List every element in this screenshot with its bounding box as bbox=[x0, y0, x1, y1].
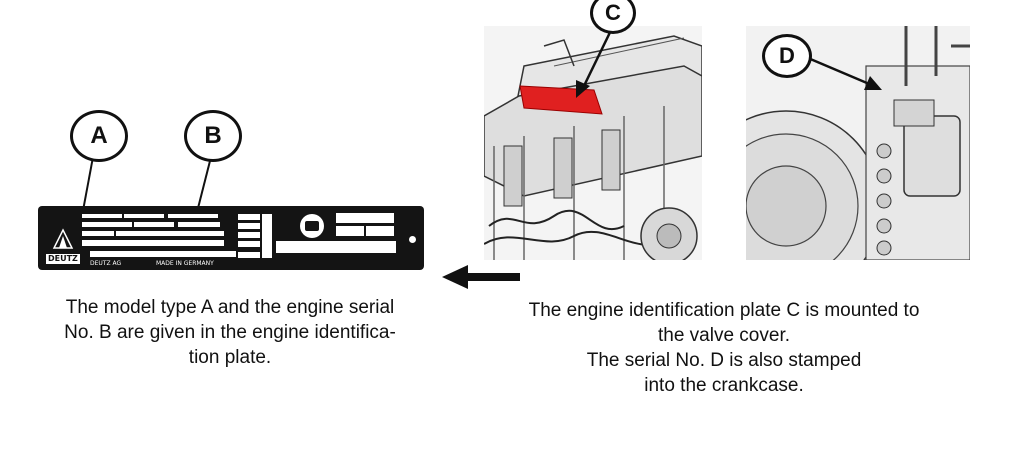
callout-c: C bbox=[590, 0, 636, 34]
callout-a-label: A bbox=[90, 122, 108, 149]
caption-right-line: into the crankcase. bbox=[644, 375, 804, 396]
plate-field bbox=[366, 226, 394, 236]
plate-field bbox=[90, 251, 236, 257]
engine-identification-plate: DEUTZ DEUTZ AG MADE IN GERMANY bbox=[38, 206, 424, 270]
plate-field bbox=[238, 223, 260, 229]
approval-mark-icon bbox=[300, 214, 324, 238]
mounting-hole bbox=[409, 236, 416, 243]
plate-field bbox=[276, 241, 396, 253]
callout-c-label: C bbox=[605, 0, 621, 25]
plate-field bbox=[134, 222, 174, 227]
plate-company: DEUTZ AG bbox=[90, 260, 122, 267]
callout-d-label: D bbox=[779, 43, 795, 68]
plate-field bbox=[82, 231, 114, 236]
plate-field bbox=[336, 213, 394, 223]
plate-field bbox=[116, 231, 224, 236]
caption-right-line: the valve cover. bbox=[657, 325, 791, 346]
plate-field bbox=[238, 232, 260, 238]
caption-left-line: No. B are given in the engine identifica… bbox=[64, 322, 396, 343]
crankcase-photo bbox=[746, 26, 970, 260]
callout-b: B bbox=[184, 110, 242, 162]
caption-right: The engine identification plate C is mou… bbox=[480, 298, 968, 398]
plate-field bbox=[82, 222, 132, 227]
valve-cover-photo bbox=[484, 26, 702, 260]
plate-field bbox=[238, 241, 260, 247]
callout-d-leader bbox=[807, 56, 882, 90]
plate-field bbox=[82, 240, 224, 246]
deutz-logo-icon bbox=[52, 228, 74, 249]
caption-left: The model type A and the engine serial N… bbox=[20, 295, 440, 370]
arrow-left-icon bbox=[442, 265, 520, 289]
plate-field bbox=[238, 252, 260, 258]
plate-field bbox=[124, 214, 164, 218]
callout-d: D bbox=[762, 34, 812, 78]
callout-a: A bbox=[70, 110, 128, 162]
caption-left-line: The model type A and the engine serial bbox=[65, 297, 395, 318]
caption-right-line: The serial No. D is also stamped bbox=[586, 350, 862, 371]
callout-b-label: B bbox=[204, 122, 222, 149]
plate-brand: DEUTZ bbox=[46, 254, 80, 264]
plate-field bbox=[178, 222, 220, 227]
plate-field bbox=[168, 214, 218, 218]
plate-field bbox=[82, 214, 122, 218]
plate-origin: MADE IN GERMANY bbox=[156, 260, 214, 267]
plate-field bbox=[336, 226, 364, 236]
crankcase-illustration bbox=[746, 26, 970, 260]
caption-left-line: tion plate. bbox=[188, 347, 272, 368]
caption-right-line: The engine identification plate C is mou… bbox=[528, 300, 920, 321]
plate-field bbox=[238, 214, 260, 220]
plate-field bbox=[262, 214, 272, 258]
